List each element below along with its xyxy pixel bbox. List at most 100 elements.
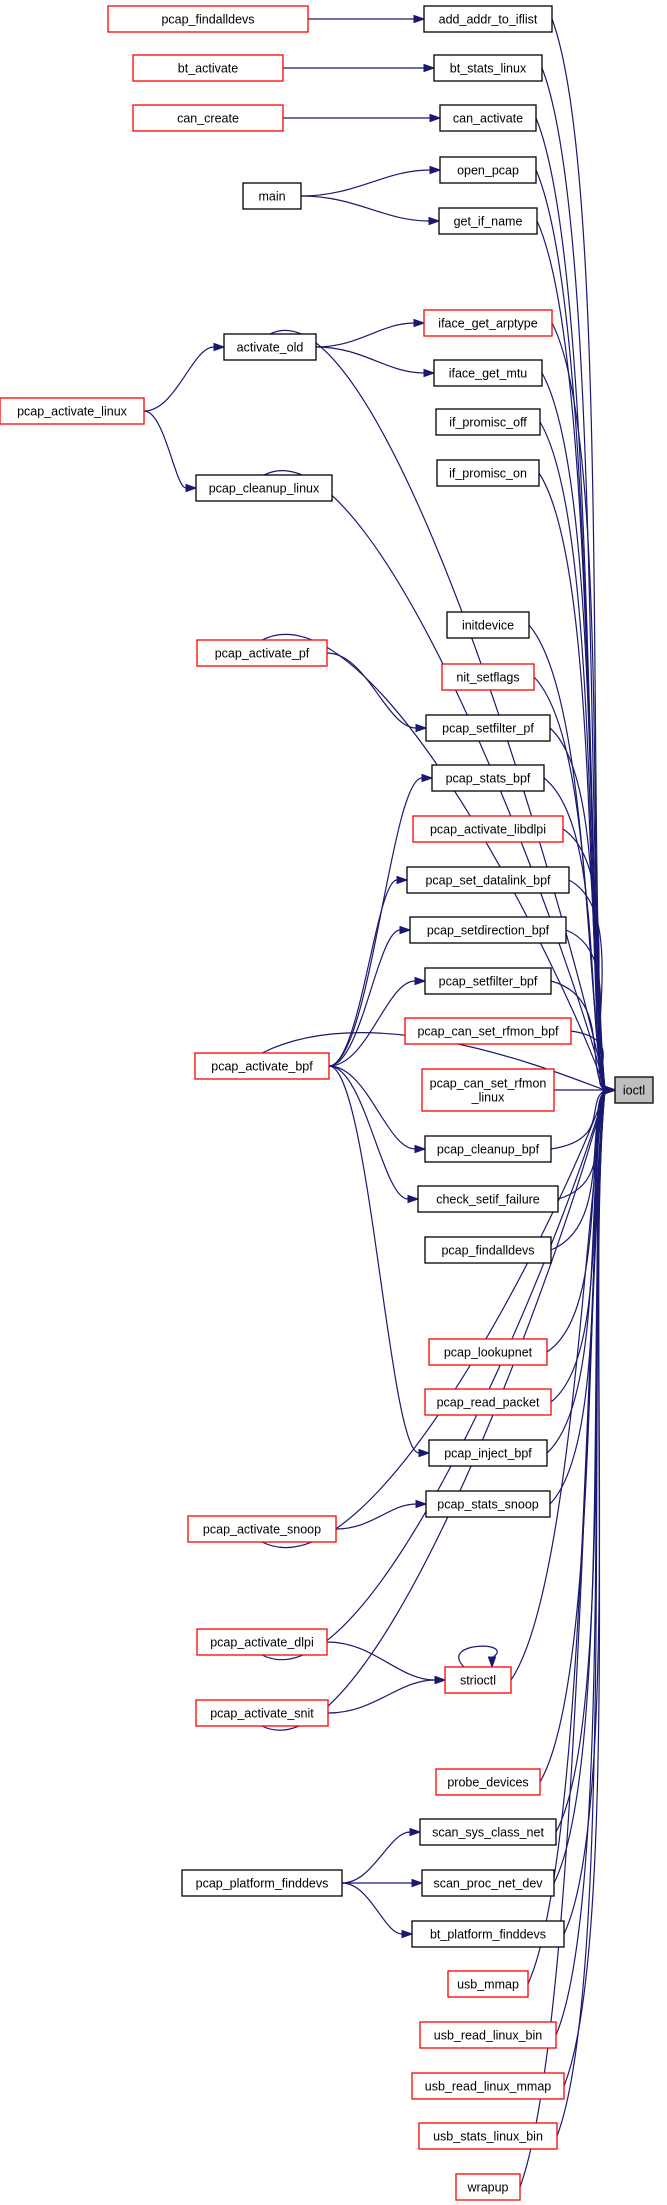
edge-arrowhead — [399, 925, 412, 935]
node-pcap_read_packet[interactable]: pcap_read_packet — [424, 1388, 552, 1416]
edge-arrowhead — [429, 165, 442, 175]
node-pcap_activate_libdlpi[interactable]: pcap_activate_libdlpi — [412, 815, 564, 843]
node-ioctl[interactable]: ioctl — [614, 1076, 654, 1104]
node-open_pcap[interactable]: open_pcap — [439, 156, 537, 184]
edge-arrowhead — [434, 1675, 447, 1685]
node-main[interactable]: main — [242, 182, 302, 210]
edge-line — [341, 1882, 403, 1935]
node-box — [428, 1338, 548, 1366]
node-bt_platform_finddevs[interactable]: bt_platform_finddevs — [411, 1920, 565, 1948]
edge-pcap_activate_linux-to-activate_old — [143, 342, 226, 412]
node-pcap_activate_snoop[interactable]: pcap_activate_snoop — [187, 1515, 337, 1543]
node-label: pcap_activate_libdlpi — [430, 823, 546, 837]
node-box — [412, 815, 564, 843]
node-pcap_setdirection_bpf[interactable]: pcap_setdirection_bpf — [409, 916, 567, 944]
node-pcap_can_set_rfmon_bpf[interactable]: pcap_can_set_rfmon_bpf — [404, 1017, 572, 1045]
node-label: bt_stats_linux — [450, 62, 527, 76]
node-initdevice[interactable]: initdevice — [446, 611, 530, 639]
node-box — [196, 1628, 328, 1656]
edge-arrowhead — [421, 773, 434, 783]
edge-line — [269, 329, 606, 1091]
node-wrapup[interactable]: wrapup — [455, 2173, 521, 2201]
node-label: pcap_read_packet — [437, 1396, 540, 1410]
node-usb_read_linux_bin[interactable]: usb_read_linux_bin — [419, 2021, 557, 2049]
node-pcap_stats_bpf[interactable]: pcap_stats_bpf — [431, 764, 545, 792]
node-pcap_findalldevs_top[interactable]: pcap_findalldevs — [107, 5, 309, 33]
node-strioctl[interactable]: strioctl — [444, 1666, 512, 1694]
node-pcap_activate_linux[interactable]: pcap_activate_linux — [0, 397, 145, 425]
node-label: nit_setflags — [456, 671, 519, 685]
node-label: pcap_stats_snoop — [437, 1498, 539, 1512]
node-label: pcap_setdirection_bpf — [427, 924, 550, 938]
node-pcap_stats_snoop[interactable]: pcap_stats_snoop — [425, 1490, 551, 1518]
node-box — [423, 5, 553, 33]
edge-strioctl-to-strioctl — [458, 1645, 498, 1669]
node-box — [195, 474, 333, 502]
node-pcap_findalldevs[interactable]: pcap_findalldevs — [424, 1236, 552, 1264]
node-box — [187, 1515, 337, 1543]
edge-arrowhead — [415, 723, 428, 733]
node-label: main — [258, 190, 285, 204]
node-scan_sys_class_net[interactable]: scan_sys_class_net — [419, 1818, 557, 1846]
node-pcap_platform_finddevs[interactable]: pcap_platform_finddevs — [181, 1869, 343, 1897]
node-label: pcap_inject_bpf — [444, 1447, 532, 1461]
node-pcap_setfilter_bpf[interactable]: pcap_setfilter_bpf — [424, 967, 552, 995]
node-label: strioctl — [460, 1674, 496, 1688]
edge-line — [328, 1065, 420, 1454]
node-box — [423, 309, 553, 337]
edge-arrowhead — [185, 483, 198, 493]
edge-pcap_activate_bpf-to-check_setif_failure — [328, 1065, 420, 1204]
edge-arrowhead — [487, 1656, 497, 1669]
node-can_create[interactable]: can_create — [132, 104, 284, 132]
node-if_promisc_off[interactable]: if_promisc_off — [435, 408, 541, 436]
edge-bt_activate-to-bt_stats_linux — [283, 63, 436, 73]
edge-arrowhead — [413, 14, 426, 24]
node-pcap_setfilter_pf[interactable]: pcap_setfilter_pf — [425, 714, 551, 742]
node-activate_old[interactable]: activate_old — [223, 333, 317, 361]
node-iface_get_arptype[interactable]: iface_get_arptype — [423, 309, 553, 337]
edge-line — [143, 410, 187, 489]
edge-pcap_findalldevs_top-to-add_addr_to_iflist — [308, 14, 426, 24]
node-scan_proc_net_dev[interactable]: scan_proc_net_dev — [421, 1869, 555, 1897]
node-pcap_can_set_rfmon_linux[interactable]: pcap_can_set_rfmon_linux — [421, 1068, 555, 1112]
edge-line — [315, 322, 415, 348]
node-pcap_set_datalink_bpf[interactable]: pcap_set_datalink_bpf — [406, 866, 570, 894]
node-label: pcap_activate_dlpi — [210, 1636, 314, 1650]
node-label: pcap_activate_snoop — [203, 1523, 321, 1537]
node-label: usb_stats_linux_bin — [433, 2130, 543, 2144]
node-pcap_lookupnet[interactable]: pcap_lookupnet — [428, 1338, 548, 1366]
node-usb_mmap[interactable]: usb_mmap — [447, 1970, 529, 1998]
node-get_if_name[interactable]: get_if_name — [438, 207, 538, 235]
node-label: iface_get_arptype — [438, 317, 537, 331]
node-box — [424, 1388, 552, 1416]
node-add_addr_to_iflist[interactable]: add_addr_to_iflist — [423, 5, 553, 33]
node-nit_setflags[interactable]: nit_setflags — [441, 663, 535, 691]
node-box — [424, 1135, 552, 1163]
node-pcap_activate_dlpi[interactable]: pcap_activate_dlpi — [196, 1628, 328, 1656]
node-usb_read_linux_mmap[interactable]: usb_read_linux_mmap — [411, 2072, 565, 2100]
node-pcap_cleanup_bpf[interactable]: pcap_cleanup_bpf — [424, 1135, 552, 1163]
node-pcap_activate_snit[interactable]: pcap_activate_snit — [195, 1699, 329, 1727]
node-can_activate[interactable]: can_activate — [439, 104, 537, 132]
node-box — [107, 5, 309, 33]
node-box — [181, 1869, 343, 1897]
node-pcap_inject_bpf[interactable]: pcap_inject_bpf — [428, 1439, 548, 1467]
node-probe_devices[interactable]: probe_devices — [435, 1768, 541, 1796]
node-iface_get_mtu[interactable]: iface_get_mtu — [433, 359, 543, 387]
edge-pcap_activate_bpf-to-pcap_setdirection_bpf — [328, 925, 412, 1067]
node-pcap_cleanup_linux[interactable]: pcap_cleanup_linux — [195, 474, 333, 502]
edge-line — [327, 1679, 436, 1714]
node-if_promisc_on[interactable]: if_promisc_on — [436, 459, 540, 487]
node-bt_stats_linux[interactable]: bt_stats_linux — [433, 54, 543, 82]
node-check_setif_failure[interactable]: check_setif_failure — [417, 1185, 559, 1213]
node-bt_activate[interactable]: bt_activate — [132, 54, 284, 82]
node-pcap_activate_bpf[interactable]: pcap_activate_bpf — [194, 1052, 330, 1080]
node-pcap_activate_pf[interactable]: pcap_activate_pf — [196, 639, 328, 667]
edge-arrowhead — [213, 342, 226, 352]
node-box — [433, 359, 543, 387]
node-label: initdevice — [462, 619, 514, 633]
edge-line — [300, 169, 431, 197]
edge-pcap_activate_libdlpi-to-ioctl — [562, 828, 617, 1095]
node-usb_stats_linux_bin[interactable]: usb_stats_linux_bin — [418, 2122, 558, 2150]
edge-pcap_activate_linux-to-pcap_cleanup_linux — [143, 410, 198, 493]
